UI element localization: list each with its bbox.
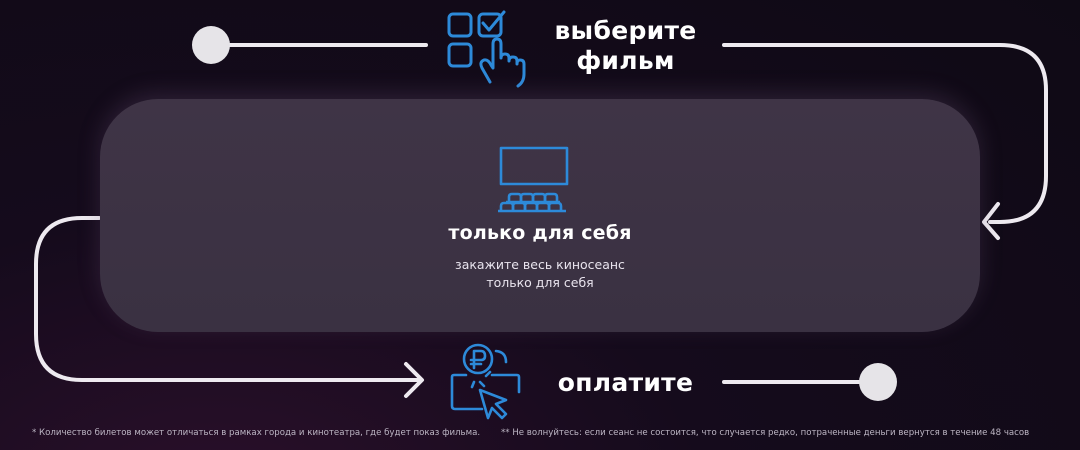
footnotes: * Количество билетов может отличаться в … [0, 428, 1080, 442]
private-screening-card [100, 99, 980, 332]
private-screening-subtitle-line1: закажите весь киносеанс [455, 257, 625, 272]
cinema-hall-icon [498, 146, 569, 213]
touch-select-grid-icon [447, 10, 526, 88]
left-curve-connector [34, 216, 420, 382]
footnote-refund: ** Не волнуйтесь: если сеанс не состоитс… [501, 428, 1030, 438]
start-dot [192, 26, 230, 64]
footnote-ticket-count: * Количество билетов может отличаться в … [32, 428, 481, 438]
ruble-payment-click-icon [450, 343, 521, 420]
private-screening-subtitle: закажите весь киносеанс только для себя [390, 256, 690, 292]
step-pay-label: оплатите [557, 368, 694, 397]
step-choose-film-label: выберите фильм [548, 16, 703, 76]
end-dot [859, 363, 897, 401]
right-curve-connector [722, 43, 1048, 224]
step-choose-film-line2: фильм [576, 46, 675, 75]
private-screening-subtitle-line2: только для себя [486, 275, 594, 290]
step-choose-film-line1: выберите [554, 16, 697, 45]
arrow-left-head-icon [982, 202, 1000, 240]
arrow-right-head-icon [404, 362, 424, 398]
private-screening-title: только для себя [448, 222, 632, 244]
